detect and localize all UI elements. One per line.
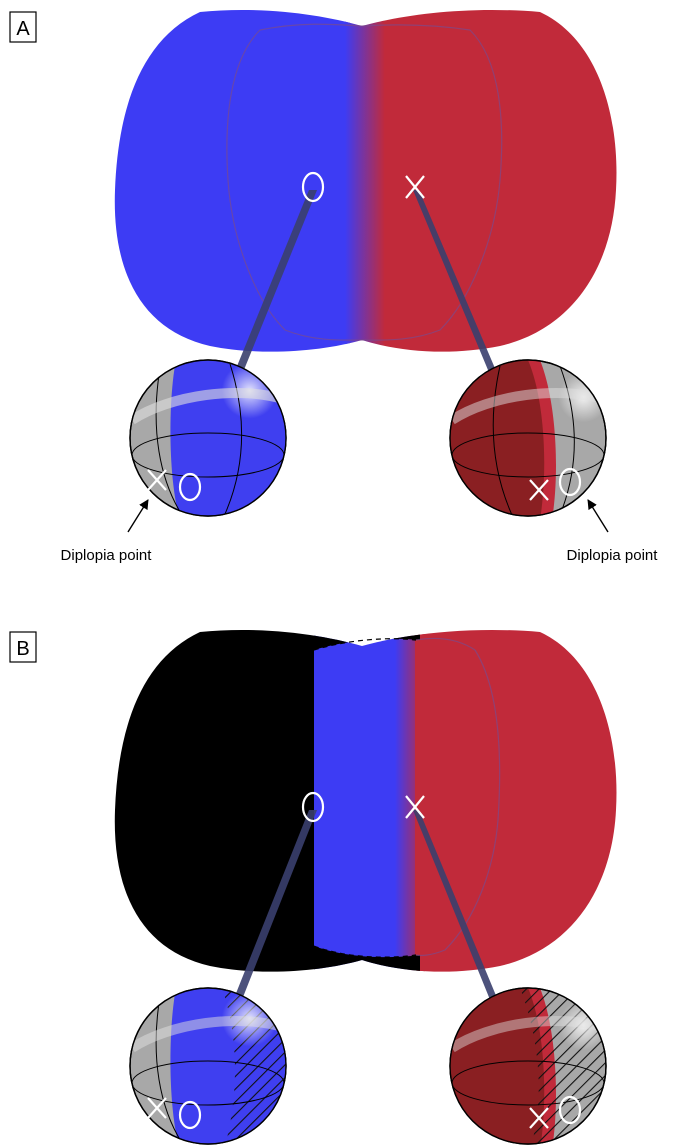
- binocular-overlap-outline-dashed-bottom: [313, 945, 417, 958]
- fovea-cross-mark: [529, 479, 549, 501]
- fixation-cross-symbol: [405, 795, 425, 819]
- left-eye-globe: [129, 987, 287, 1145]
- fixation-circle-symbol: [301, 171, 325, 203]
- diplopia-circle-mark: [558, 467, 582, 497]
- fixation-cross-symbol: [405, 175, 425, 199]
- overlap-outline-right: [415, 637, 501, 957]
- panel-b: B: [9, 629, 617, 1145]
- panel-label-box: [9, 631, 37, 663]
- fixation-circle-symbol: [301, 791, 325, 823]
- diplopia-label-right: Diplopia point: [567, 547, 659, 564]
- fovea-cross-mark: [529, 1107, 549, 1129]
- diplopia-arrow-left: [127, 499, 149, 533]
- panel-label: A: [16, 18, 30, 40]
- visual-field-a: [114, 9, 617, 352]
- binocular-overlap-outline-dashed: [313, 638, 417, 651]
- fovea-circle-mark: [178, 1100, 202, 1130]
- panel-a: A: [9, 9, 659, 564]
- visual-field-b: [114, 629, 617, 972]
- right-eye-globe: [449, 359, 607, 517]
- right-eye-globe: [449, 987, 607, 1145]
- panel-label-box: [9, 11, 37, 43]
- diplopia-arrow-right: [587, 499, 609, 533]
- panel-label: B: [16, 638, 29, 660]
- diplopia-cross-mark: [147, 469, 167, 491]
- diplopia-label-left: Diplopia point: [61, 547, 153, 564]
- diplopia-cross-mark: [147, 1097, 167, 1119]
- binocular-overlap-outline: [226, 23, 503, 341]
- fovea-circle-mark: [178, 472, 202, 502]
- left-eye-globe: [129, 359, 287, 517]
- diplopia-circle-mark: [558, 1095, 582, 1125]
